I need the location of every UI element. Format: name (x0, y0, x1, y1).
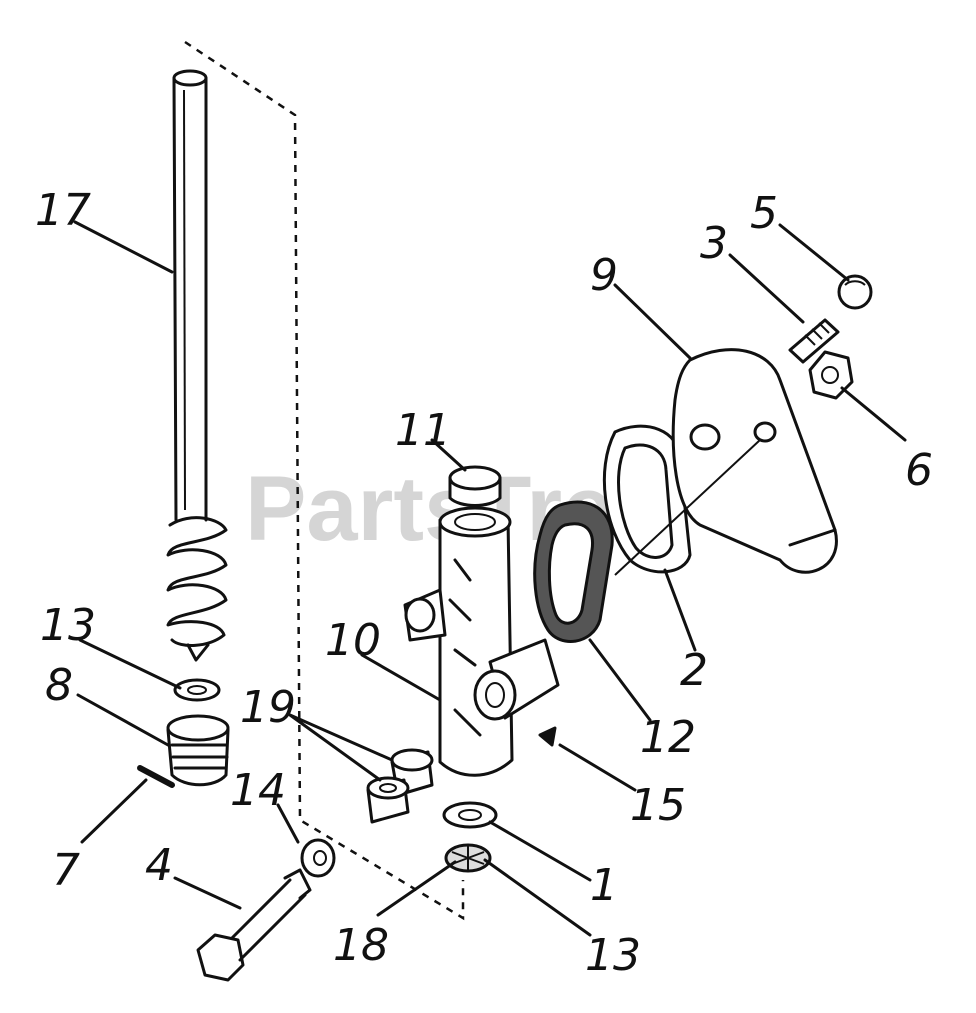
threaded-cap-part-8 (166, 714, 230, 787)
top-cap-part-11 (448, 465, 502, 507)
callout-14: 14 (230, 765, 286, 816)
callout-5: 5 (750, 188, 778, 239)
callout-10: 10 (325, 615, 381, 666)
bolt-part-4 (196, 868, 312, 982)
bushings-part-19 (366, 748, 434, 824)
callout-17: 17 (35, 185, 91, 236)
pump-body-part-10 (403, 506, 560, 777)
plate-part-9 (671, 348, 838, 574)
assembly-line-right (614, 439, 761, 576)
callout-6: 6 (905, 445, 933, 496)
push-rod-part-17 (166, 69, 228, 662)
assembly-dashed-line (184, 40, 465, 921)
callout-18: 18 (333, 920, 389, 971)
gasket-part-12 (533, 500, 614, 643)
pin-part-7 (137, 765, 175, 788)
callout-12: 12 (640, 712, 696, 763)
washer-part-13-top (173, 678, 221, 702)
callout-19: 19 (240, 682, 296, 733)
leader-lines (73, 220, 907, 937)
callout-13-bottom: 13 (585, 930, 641, 981)
washer-part-14 (300, 838, 336, 878)
callout-7: 7 (52, 845, 80, 896)
callout-4: 4 (145, 840, 173, 891)
washer-part-1 (442, 801, 498, 829)
nut-part-6 (808, 350, 854, 400)
callout-13-top: 13 (40, 600, 96, 651)
callout-8: 8 (45, 660, 73, 711)
callout-3: 3 (700, 218, 728, 269)
callout-2: 2 (680, 645, 708, 696)
callout-15: 15 (630, 780, 686, 831)
callout-9: 9 (590, 250, 618, 301)
callout-1: 1 (590, 860, 618, 911)
stud-part-3 (788, 318, 840, 364)
callout-11: 11 (395, 405, 451, 456)
